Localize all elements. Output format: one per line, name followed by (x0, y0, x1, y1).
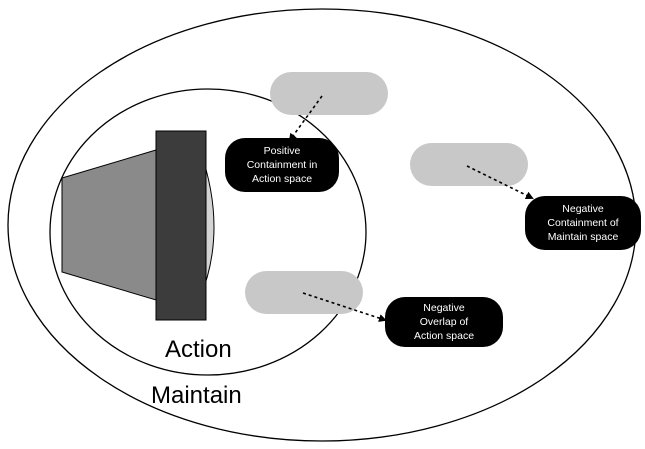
arrow-negative-overlap (302, 292, 387, 322)
object-cone (61, 149, 157, 301)
pill-top (270, 72, 388, 115)
negative-overlap-callout: Negative Overlap of Action space (385, 297, 503, 347)
maintain-space-label: Maintain (151, 382, 242, 409)
object-shape (61, 130, 215, 321)
positive-containment-callout: Positive Containment in Action space (225, 138, 339, 192)
action-space-ellipse (49, 88, 367, 376)
action-space-label: Action (165, 336, 232, 363)
negative-containment-callout: Negative Containment of Maintain space (525, 196, 641, 250)
arrow-negative-containment (466, 165, 534, 199)
object-plate (155, 130, 207, 321)
pill-right (410, 143, 528, 186)
